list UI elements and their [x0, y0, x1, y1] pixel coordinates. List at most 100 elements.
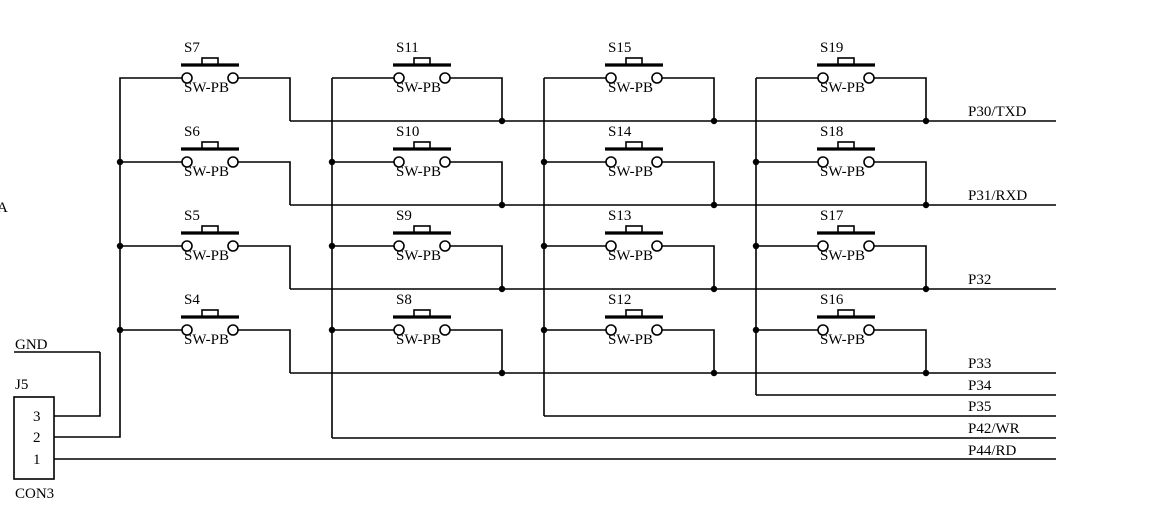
switch-contact	[863, 72, 875, 84]
switch-value: SW-PB	[184, 248, 229, 264]
switch-button-cap	[625, 141, 643, 150]
switch-value: SW-PB	[184, 164, 229, 180]
pin-number: 3	[33, 409, 41, 425]
switch-value: SW-PB	[396, 248, 441, 264]
junction-dot	[540, 326, 548, 334]
switch-ref: S4	[184, 292, 200, 308]
switch-value: SW-PB	[608, 164, 653, 180]
switch-output-wire	[662, 329, 715, 373]
connector-j5: GND J5 3 2 1 CON3	[13, 337, 101, 502]
rd-net-label: P44/RD	[968, 443, 1017, 459]
switch-ref: S7	[184, 40, 200, 56]
switch-value: SW-PB	[396, 164, 441, 180]
switch-value: SW-PB	[608, 80, 653, 96]
switch-contact	[227, 240, 239, 252]
switch-contact	[605, 156, 617, 168]
switch-value: SW-PB	[820, 80, 865, 96]
switch-grid: S7SW-PBS11SW-PBS15SW-PBS19SW-PBS6SW-PBS1…	[181, 40, 930, 377]
switch-output-wire	[874, 329, 927, 373]
junction-dot	[752, 158, 760, 166]
switch-output-wire	[450, 245, 503, 289]
column-net-label: P34	[968, 378, 992, 394]
switch-button-cap	[413, 57, 431, 66]
switch-ref: S8	[396, 292, 412, 308]
switch-output-wire	[662, 245, 715, 289]
switch-contact	[863, 156, 875, 168]
switch-output-wire	[874, 77, 927, 121]
junction-dot	[752, 242, 760, 250]
switch-output-wire	[238, 161, 291, 205]
switch-ref: S6	[184, 124, 200, 140]
switch-button-cap	[837, 225, 855, 234]
junction-dot	[116, 326, 124, 334]
switch-button-cap	[201, 309, 219, 318]
switch-output-wire	[450, 77, 503, 121]
switch-ref: S15	[608, 40, 631, 56]
switch-output-wire	[238, 77, 291, 121]
switch-ref: S9	[396, 208, 412, 224]
switch-contact	[817, 156, 829, 168]
switch-button-cap	[201, 141, 219, 150]
switch-value: SW-PB	[608, 332, 653, 348]
switch-contact	[651, 240, 663, 252]
switch-contact	[393, 240, 405, 252]
switch-button-cap	[201, 225, 219, 234]
junction-dot	[116, 242, 124, 250]
junction-dot	[752, 326, 760, 334]
switch-ref: S19	[820, 40, 843, 56]
switch-button-cap	[837, 57, 855, 66]
row-net-label: P31/RXD	[968, 188, 1027, 204]
switch-contact	[651, 156, 663, 168]
switch-value: SW-PB	[396, 80, 441, 96]
switch-contact	[817, 240, 829, 252]
switch-contact	[227, 156, 239, 168]
switch-contact	[817, 72, 829, 84]
switch-output-wire	[662, 77, 715, 121]
row-net-label: P33	[968, 356, 991, 372]
switch-value: SW-PB	[608, 248, 653, 264]
switch-button-cap	[837, 141, 855, 150]
gnd-to-pin3-wire	[54, 352, 101, 417]
switch-value: SW-PB	[396, 332, 441, 348]
switch-contact	[181, 156, 193, 168]
switch-contact	[817, 324, 829, 336]
column-net-label: P42/WR	[968, 421, 1020, 437]
switch-button-cap	[413, 309, 431, 318]
switch-contact	[863, 324, 875, 336]
switch-button-cap	[413, 225, 431, 234]
connector-part: CON3	[15, 486, 54, 502]
junction-dot	[328, 326, 336, 334]
switch-button-cap	[625, 309, 643, 318]
switch-output-wire	[238, 329, 291, 373]
junction-dot	[540, 242, 548, 250]
switch-contact	[227, 72, 239, 84]
edge-fragment: A	[0, 200, 8, 216]
row-net-label: P30/TXD	[968, 104, 1027, 120]
switch-output-wire	[874, 245, 927, 289]
switch-button-cap	[837, 309, 855, 318]
junction-dot	[116, 158, 124, 166]
switch-contact	[227, 324, 239, 336]
switch-output-wire	[238, 245, 291, 289]
pin-number: 2	[33, 430, 41, 446]
switch-ref: S11	[396, 40, 419, 56]
pin-number: 1	[33, 452, 41, 468]
switch-contact	[181, 324, 193, 336]
connector-body	[13, 396, 55, 480]
switch-contact	[439, 156, 451, 168]
switch-button-cap	[625, 225, 643, 234]
switch-ref: S18	[820, 124, 843, 140]
switch-button-cap	[625, 57, 643, 66]
switch-output-wire	[450, 161, 503, 205]
switch-contact	[439, 72, 451, 84]
switch-ref: S10	[396, 124, 419, 140]
switch-contact	[181, 72, 193, 84]
switch-contact	[181, 240, 193, 252]
switch-contact	[439, 240, 451, 252]
switch-contact	[605, 324, 617, 336]
switch-contact	[393, 72, 405, 84]
row-net-label: P32	[968, 272, 991, 288]
switch-contact	[393, 324, 405, 336]
switch-contact	[393, 156, 405, 168]
switch-contact	[863, 240, 875, 252]
